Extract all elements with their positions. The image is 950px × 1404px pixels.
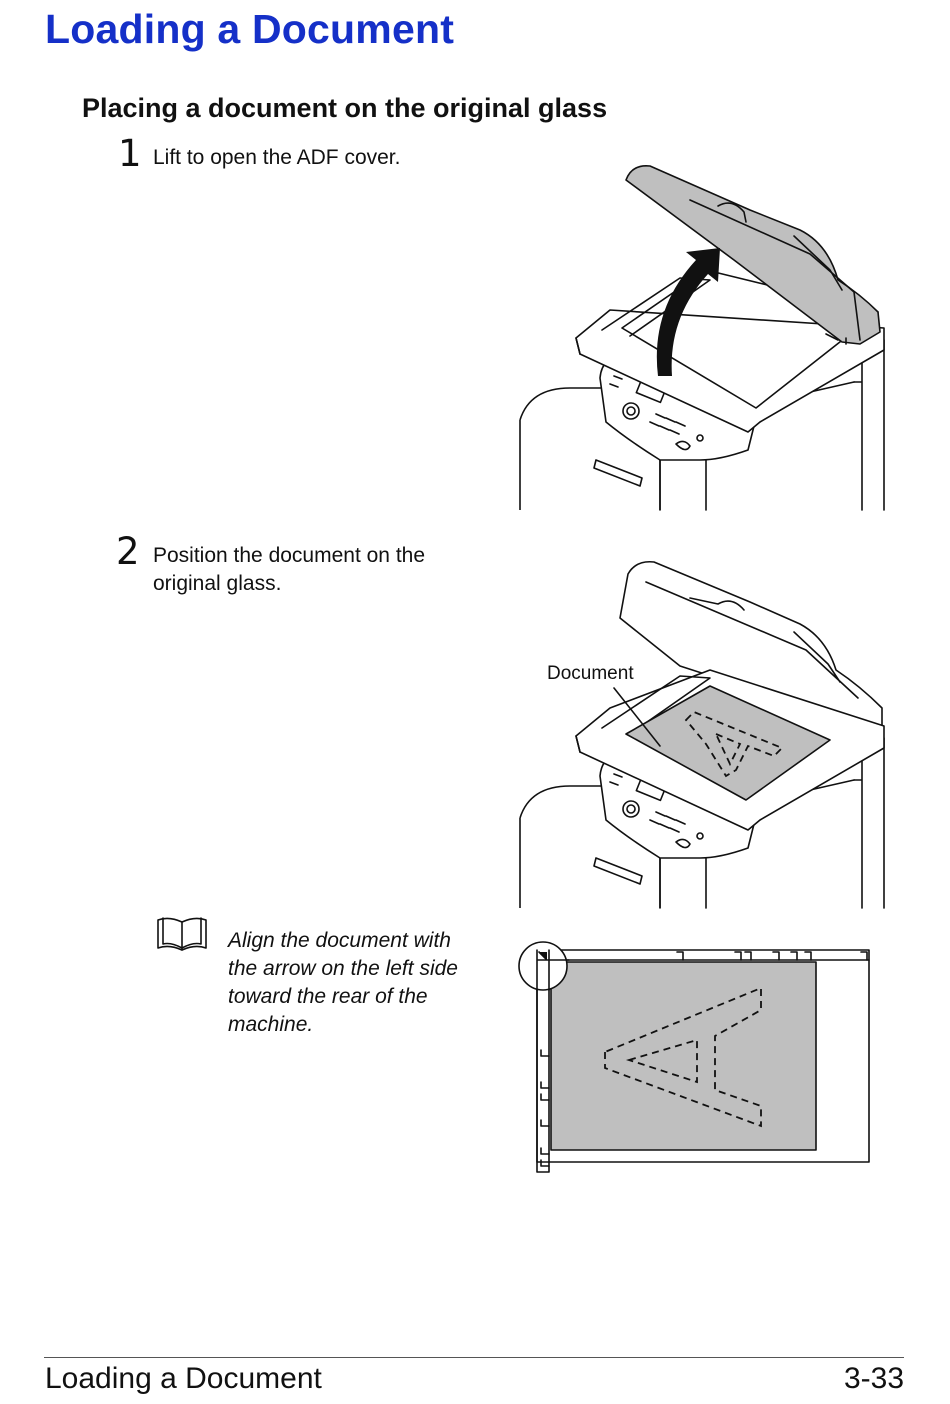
step-1-text: Lift to open the ADF cover. [153, 146, 401, 169]
section-title: Placing a document on the original glass [82, 93, 608, 123]
step-2-text-line2: original glass. [153, 572, 282, 595]
printer-lid-open-illustration [519, 164, 885, 511]
step-2-number: 2 [116, 530, 140, 573]
note-line-2: the arrow on the left side [228, 957, 458, 980]
note-line-4: machine. [228, 1013, 314, 1036]
document-callout-label: Document [547, 663, 634, 684]
note-line-1: Align the document with [228, 929, 451, 952]
footer-divider [44, 1357, 904, 1358]
alignment-diagram [518, 941, 870, 1173]
step-1-number: 1 [118, 132, 142, 175]
page-title: Loading a Document [45, 6, 455, 52]
book-icon [157, 917, 207, 951]
step-2-text-line1: Position the document on the [153, 544, 426, 567]
document-on-glass-illustration [519, 560, 885, 909]
footer-page-number: 3-33 [843, 1362, 904, 1395]
footer-section-title: Loading a Document [45, 1362, 322, 1395]
note-line-3: toward the rear of the [228, 985, 428, 1008]
